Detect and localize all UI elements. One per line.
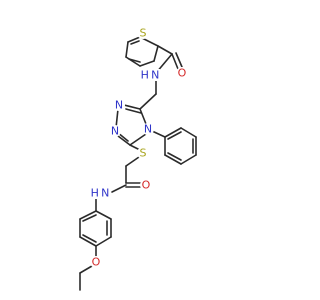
bond — [95, 210, 112, 220]
bond — [180, 154, 197, 165]
svg-text:H N: H N — [91, 187, 110, 200]
triazole-nitrogen-4-atom: N — [142, 123, 154, 136]
bond — [139, 93, 157, 110]
bond — [128, 58, 141, 63]
bond — [157, 45, 173, 55]
ether-oxygen-atom: O — [90, 256, 102, 269]
bond — [167, 152, 182, 161]
bond — [82, 214, 97, 222]
bond — [130, 40, 140, 45]
bond — [139, 60, 155, 67]
bond — [125, 108, 142, 114]
anilide-nitrogen-atom: H N — [90, 187, 110, 200]
triazole-nitrogen-1-atom: N — [113, 99, 125, 112]
svg-text:O: O — [142, 179, 151, 192]
bond — [115, 108, 119, 129]
bond — [123, 104, 141, 110]
bond — [125, 56, 141, 67]
bond — [79, 265, 93, 274]
bond — [82, 234, 97, 243]
bond — [111, 184, 127, 193]
bond — [117, 135, 131, 146]
molecule-diagram: S O H N N N N S O — [79, 27, 197, 291]
molecule-structure: S O H N N N N S O — [79, 27, 197, 291]
thiophene-sulfur-atom: S — [137, 27, 149, 40]
bond-group — [79, 36, 197, 291]
bond — [125, 156, 140, 167]
bond — [175, 52, 183, 68]
thioether-sulfur-atom: S — [137, 147, 149, 160]
acetamide-carbonyl-oxygen-atom: O — [140, 179, 152, 192]
bond — [125, 41, 129, 58]
atom-label-group: S O H N N N N S O — [90, 27, 188, 269]
svg-text:S: S — [140, 27, 147, 40]
bond — [180, 127, 197, 138]
svg-text:H N: H N — [141, 69, 160, 82]
amide-carbonyl-oxygen-atom: O — [176, 67, 188, 80]
triazole-nitrogen-2-atom: N — [109, 125, 121, 138]
svg-text:O: O — [92, 256, 101, 269]
bond — [79, 210, 97, 220]
bond — [95, 236, 112, 247]
bond — [164, 127, 182, 138]
bond — [171, 53, 179, 70]
svg-text:N: N — [115, 99, 123, 112]
bond — [129, 133, 147, 146]
bond — [164, 154, 182, 165]
bond — [79, 236, 97, 247]
bond — [151, 130, 166, 138]
bond — [153, 45, 159, 62]
svg-text:O: O — [178, 67, 187, 80]
svg-text:N: N — [144, 123, 152, 136]
amide-nitrogen-atom: H N — [141, 69, 160, 82]
svg-text:S: S — [140, 147, 147, 160]
svg-text:N: N — [111, 125, 119, 138]
bond — [139, 108, 147, 125]
bond — [127, 36, 141, 43]
bond — [167, 131, 182, 140]
bond — [129, 144, 141, 151]
